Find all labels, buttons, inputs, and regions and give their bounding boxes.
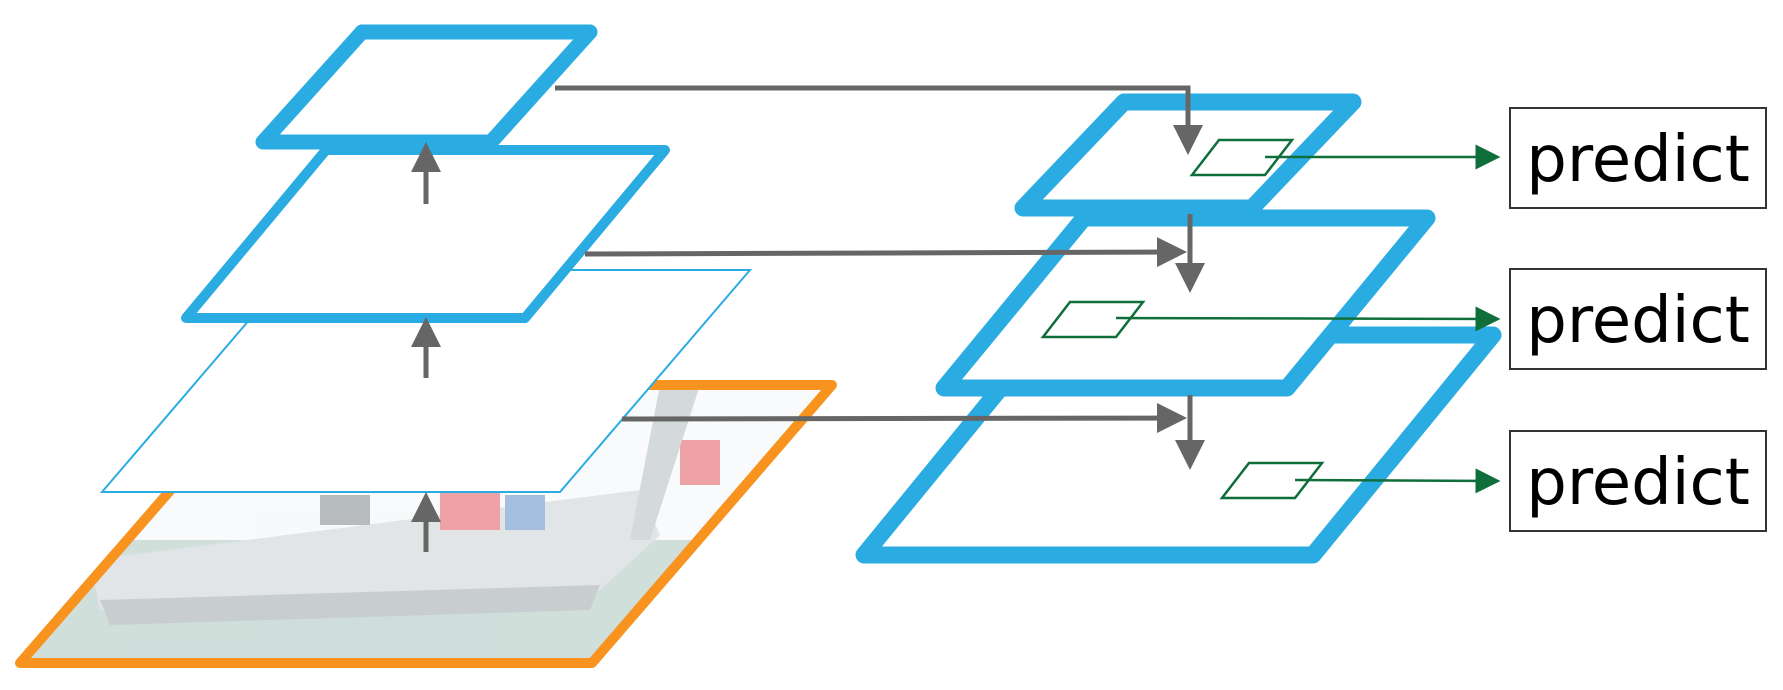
predict-label: predict xyxy=(1526,123,1750,197)
predict-box-1: predict xyxy=(1509,107,1767,209)
predict-label: predict xyxy=(1526,284,1750,358)
lateral-connection-1 xyxy=(621,403,1187,434)
anchor-window-3 xyxy=(1189,138,1295,177)
predict-box-3: predict xyxy=(1509,430,1767,532)
top-down-level-2 xyxy=(935,209,1436,397)
top-down-level-3 xyxy=(1014,93,1362,217)
prediction-arrow-2 xyxy=(1115,306,1501,332)
anchor-window-1 xyxy=(1219,461,1325,500)
prediction-arrow-3 xyxy=(1294,468,1501,494)
bottom-up-level-3 xyxy=(255,24,598,150)
predict-box-2: predict xyxy=(1509,268,1767,370)
anchor-window-2 xyxy=(1040,300,1146,339)
predict-label: predict xyxy=(1526,446,1750,520)
lateral-connection-2 xyxy=(584,237,1187,268)
lateral-connection-3 xyxy=(555,85,1203,155)
